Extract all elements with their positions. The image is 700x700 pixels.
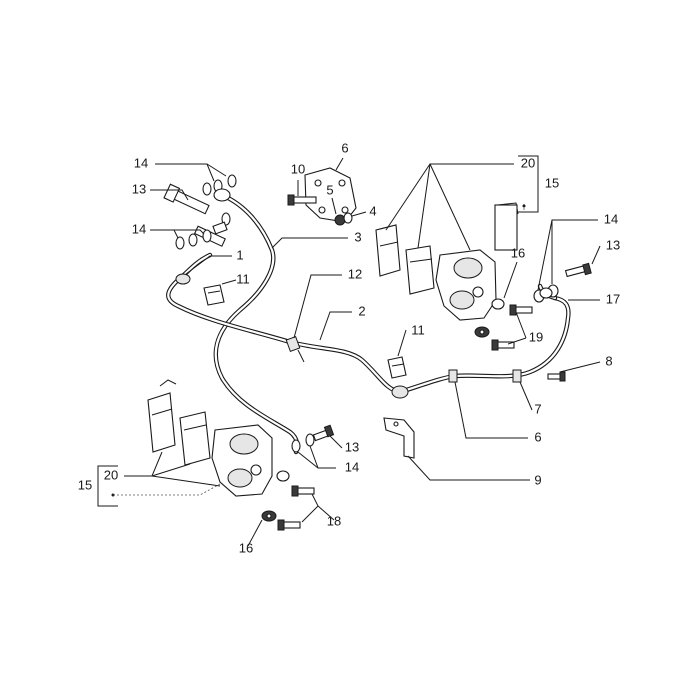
- callout-14: 14: [132, 221, 146, 236]
- callout-4: 4: [369, 203, 376, 218]
- bolt-19b: [491, 339, 515, 351]
- banjo-bolt-13-lower: [312, 424, 335, 442]
- callout-1: 1: [236, 247, 243, 262]
- hose-grommet-left: [175, 273, 191, 285]
- callout-14: 14: [134, 155, 148, 170]
- brake-hoses: [166, 192, 571, 455]
- callout-2: 2: [358, 303, 365, 318]
- brake-hose-1: [166, 252, 403, 395]
- callout-16: 16: [239, 540, 253, 555]
- right-banjo-parts: [533, 262, 592, 382]
- callout-15: 15: [545, 175, 559, 190]
- callout-10: 10: [291, 161, 305, 176]
- brake-pad-upper-a: [375, 224, 401, 277]
- mount-bracket-6-group: [287, 167, 357, 226]
- callout-labels: 14 13 14 10 6 5 4 3 1 11 12 2 11 20 15 1…: [78, 140, 620, 555]
- callout-19: 19: [529, 329, 543, 344]
- callout-15: 15: [78, 477, 92, 492]
- washer-14e: [188, 233, 198, 247]
- bolt-18b: [277, 519, 301, 531]
- callout-5: 5: [326, 182, 333, 197]
- callout-13: 13: [132, 181, 146, 196]
- callout-7: 7: [534, 401, 541, 416]
- callout-14: 14: [604, 211, 618, 226]
- callout-18: 18: [327, 513, 341, 528]
- bracket-9: [383, 417, 415, 459]
- brake-pad-lower-a: [147, 392, 176, 453]
- lower-banjo-parts: [291, 424, 335, 453]
- bolt-10: [287, 194, 317, 206]
- bolt-18a: [291, 485, 315, 497]
- banjo-fitting-upper: [213, 188, 231, 202]
- nut-5: [334, 214, 346, 226]
- brake-pad-lower-b: [179, 411, 211, 466]
- upper-left-banjo-parts: [163, 174, 237, 250]
- washer-16-upper: [491, 298, 505, 310]
- callout-17: 17: [606, 291, 620, 306]
- washer-14-lower-a: [291, 439, 301, 453]
- banjo-bolt-13a: [163, 183, 210, 215]
- callout-20: 20: [521, 155, 535, 170]
- washer-16-lower-a: [276, 470, 290, 482]
- callout-9: 9: [534, 472, 541, 487]
- washer-14a: [202, 182, 212, 196]
- clip-11-left: [203, 284, 225, 306]
- bolt-19a: [509, 304, 533, 316]
- hose-clip-12: [285, 336, 301, 352]
- callout-6: 6: [534, 429, 541, 444]
- upper-caliper-assembly: [375, 202, 533, 351]
- leader-lines: [97, 155, 601, 547]
- washer-4: [343, 212, 353, 224]
- callout-8: 8: [605, 353, 612, 368]
- clip-11-right: [387, 356, 407, 379]
- washer-14c: [227, 174, 237, 188]
- washer-14-lower-b: [305, 433, 315, 447]
- banjo-bolt-13-right: [564, 262, 592, 278]
- hose-clamp-7: [448, 369, 458, 383]
- washer-14d: [175, 236, 185, 250]
- brake-pad-upper-b: [405, 245, 435, 295]
- callout-3: 3: [354, 229, 361, 244]
- callout-11: 11: [411, 322, 425, 337]
- callout-11: 11: [236, 271, 250, 286]
- lower-caliper-assembly: [111, 379, 315, 531]
- callout-14: 14: [345, 459, 359, 474]
- washer-14f: [202, 229, 212, 243]
- hose-grommet-right: [391, 385, 409, 399]
- callout-20: 20: [104, 467, 118, 482]
- banjo-fitting-right: [539, 287, 553, 299]
- bolt-8: [547, 371, 566, 382]
- callout-13: 13: [345, 439, 359, 454]
- callout-6: 6: [341, 140, 348, 155]
- callout-16: 16: [511, 245, 525, 260]
- callout-13: 13: [606, 237, 620, 252]
- callout-12: 12: [348, 266, 362, 281]
